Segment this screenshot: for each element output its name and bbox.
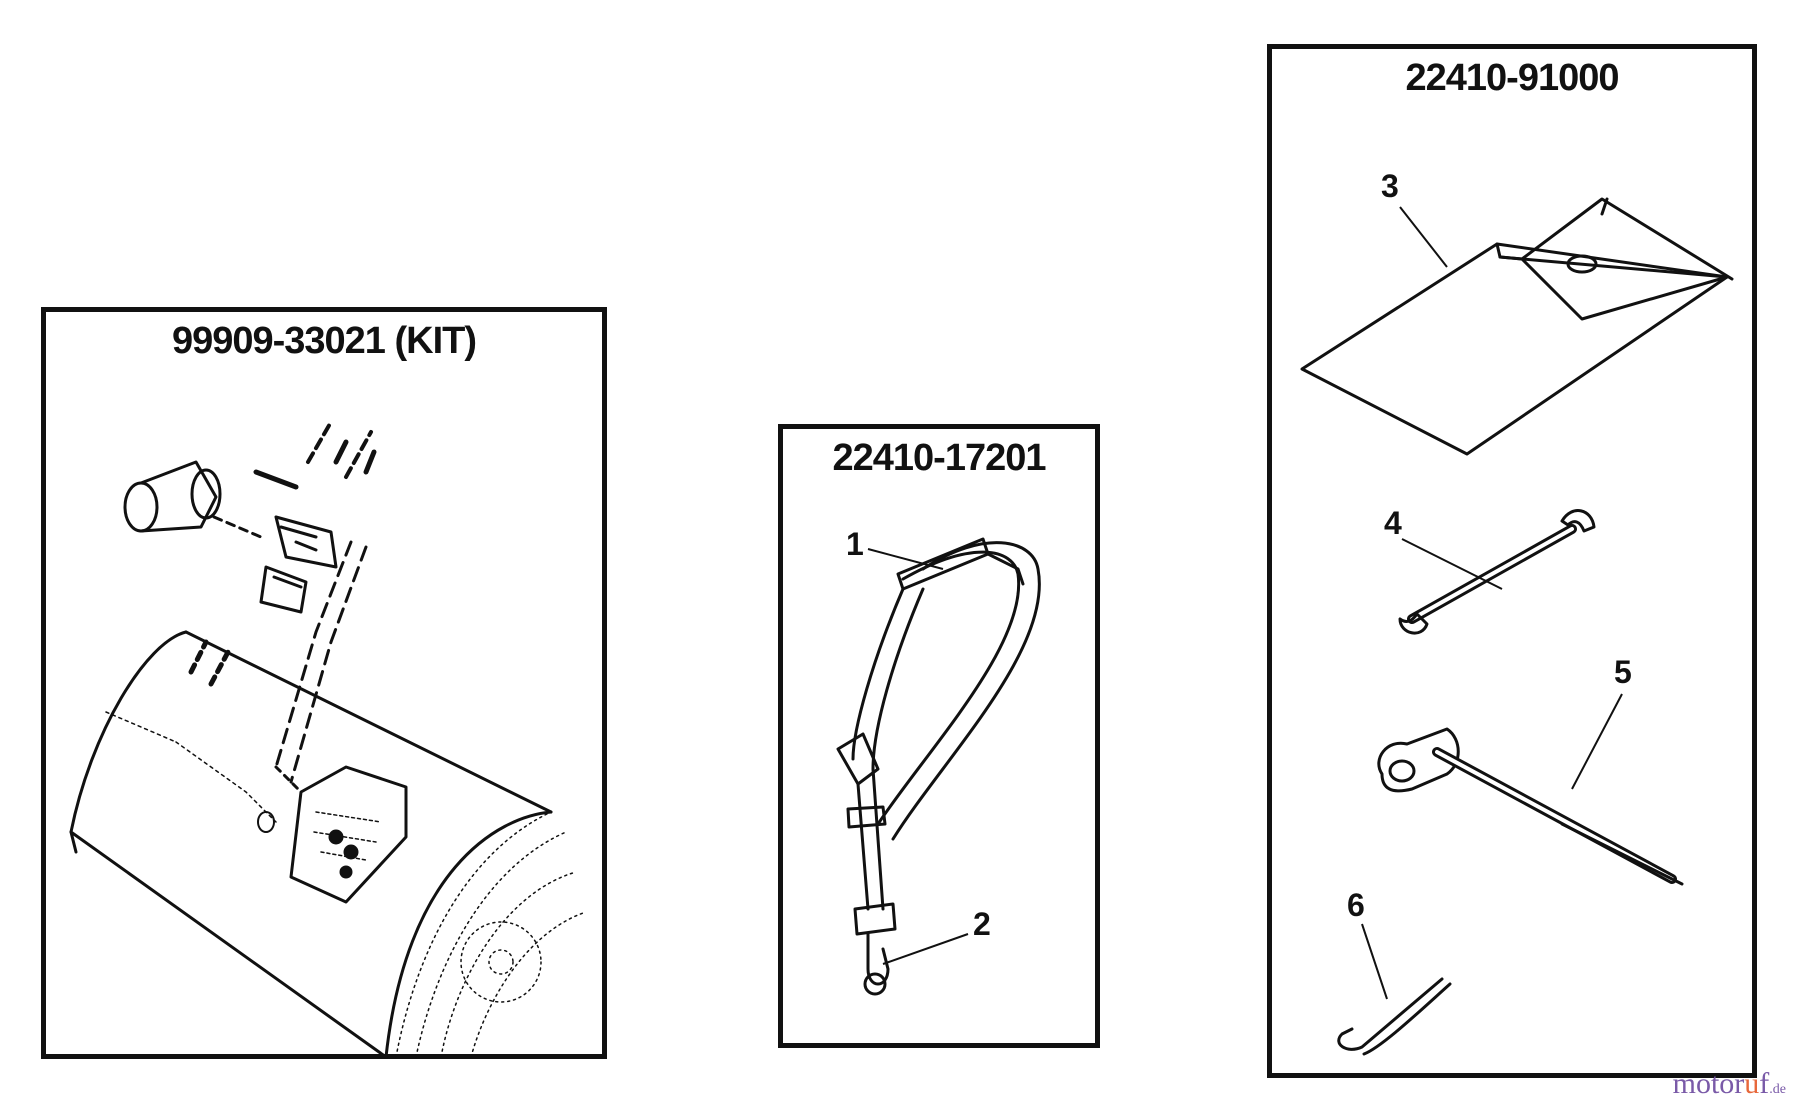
strap-panel: 22410-17201 1 2 (778, 424, 1100, 1048)
tools-panel: 22410-91000 3 4 5 6 (1267, 44, 1757, 1078)
callout-5: 5 (1614, 654, 1632, 690)
tiller-cover-drawing (69, 420, 587, 1059)
motoruf-watermark: motoruf.de (1672, 1067, 1786, 1100)
callout-2: 2 (973, 906, 991, 942)
callout-3: 3 (1381, 168, 1399, 204)
tools-panel-title: 22410-91000 (1405, 57, 1620, 99)
callout-1: 1 (846, 526, 864, 562)
callout-6: 6 (1347, 887, 1365, 923)
callout-leader-lines-strap (867, 548, 969, 965)
strap-panel-title: 22410-17201 (832, 437, 1047, 479)
callout-4: 4 (1384, 505, 1402, 541)
kit-panel: 99909-33021 (KIT) (41, 307, 607, 1059)
tool-kit-drawing (1300, 197, 1734, 1056)
shoulder-strap-drawing (836, 537, 1041, 996)
callout-leader-lines-tools (1361, 206, 1623, 1000)
kit-panel-title: 99909-33021 (KIT) (171, 320, 477, 362)
